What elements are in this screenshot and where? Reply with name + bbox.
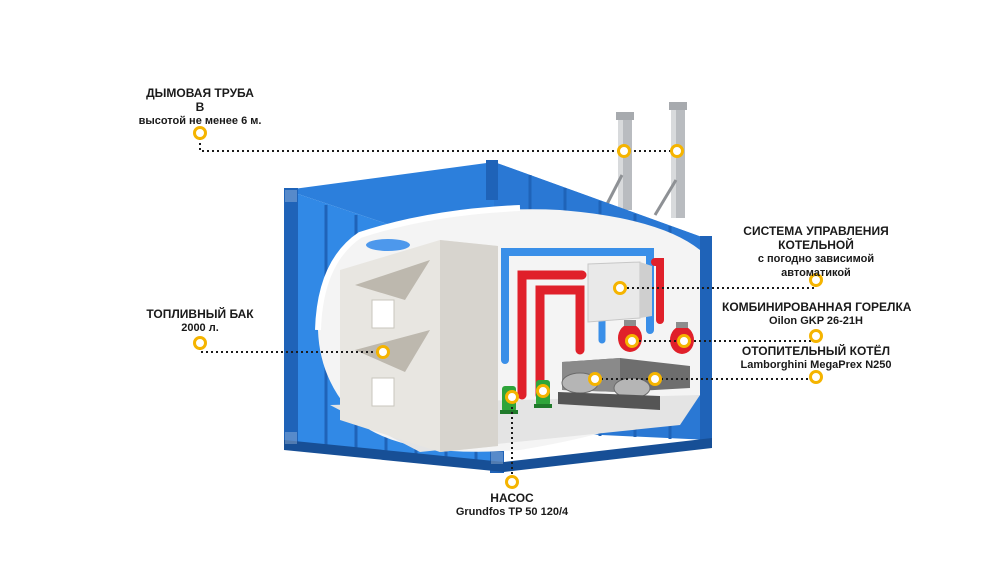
pump-model: Grundfos TP 50 120/4 — [455, 506, 569, 518]
control-line4: автоматикой — [781, 267, 851, 279]
label-boiler: ОТОПИТЕЛЬНЫЙ КОТЁЛ Lamborghini MegaPrex … — [730, 344, 902, 372]
boiler-model: Lamborghini MegaPrex N250 — [740, 359, 892, 371]
label-chimney: ДЫМОВАЯ ТРУБА В высотой не менее 6 м. — [130, 86, 270, 128]
fuel-tank-volume: 2000 л. — [181, 322, 219, 334]
fuel-tank — [340, 239, 498, 452]
burner-model: Oilon GKP 26-21H — [769, 315, 863, 327]
label-pump: НАСОС Grundfos TP 50 120/4 — [440, 491, 584, 519]
label-control-system: СИСТЕМА УПРАВЛЕНИЯ КОТЕЛЬНОЙ с погодно з… — [730, 224, 902, 280]
label-burner: КОМБИНИРОВАННАЯ ГОРЕЛКА Oilon GKP 26-21H — [722, 300, 912, 328]
chimney-sub: высотой не менее 6 м. — [138, 115, 262, 127]
marker-points — [193, 126, 823, 489]
boiler-title: ОТОПИТЕЛЬНЫЙ КОТЁЛ — [741, 344, 891, 358]
chimney-title: ДЫМОВАЯ ТРУБА — [146, 86, 254, 100]
control-line2: КОТЕЛЬНОЙ — [778, 238, 854, 252]
control-cabinet — [587, 261, 652, 323]
control-title: СИСТЕМА УПРАВЛЕНИЯ — [743, 224, 889, 238]
fuel-tank-title: ТОПЛИВНЫЙ БАК — [146, 307, 254, 321]
burner-title: КОМБИНИРОВАННАЯ ГОРЕЛКА — [722, 300, 912, 314]
chimney-line2: В — [195, 100, 205, 114]
control-line3: с погодно зависимой — [757, 253, 875, 265]
label-fuel-tank: ТОПЛИВНЫЙ БАК 2000 л. — [138, 307, 262, 335]
chimney-pipes — [604, 102, 687, 218]
pump-title: НАСОС — [490, 491, 534, 505]
